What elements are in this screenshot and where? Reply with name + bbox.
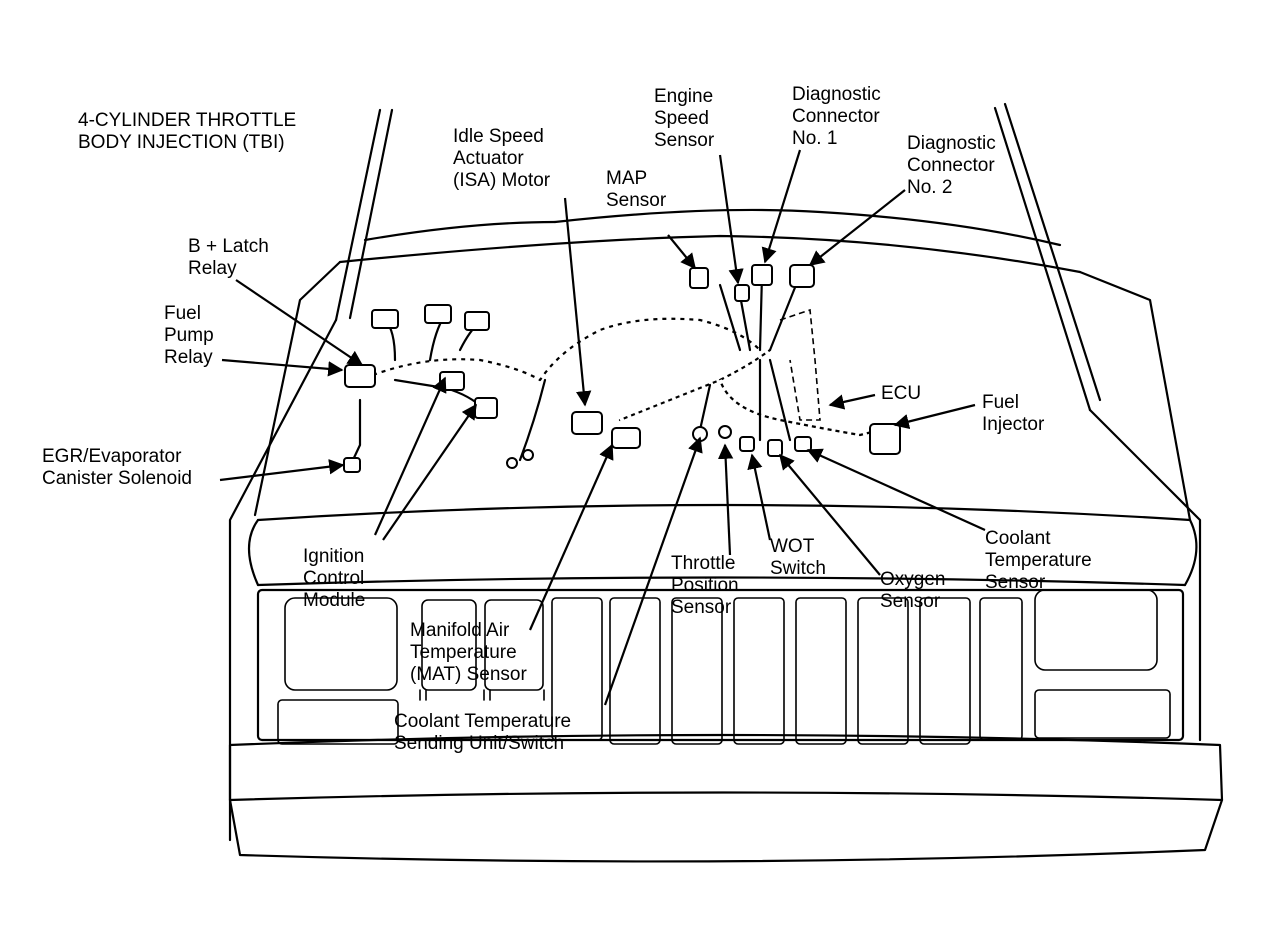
label-line: (ISA) Motor <box>453 170 551 191</box>
label-diagnostic-connector-2: Diagnostic Connector No. 2 <box>907 133 996 199</box>
label-line: Sensor <box>606 190 667 211</box>
label-line: Pump <box>164 325 214 346</box>
label-idle-speed-actuator: Idle Speed Actuator (ISA) Motor <box>453 126 550 192</box>
label-line: Idle Speed <box>453 126 544 147</box>
label-line: Position <box>671 575 739 596</box>
label-line: Connector <box>792 106 880 127</box>
components <box>343 264 901 473</box>
label-line: Actuator <box>453 148 524 169</box>
label-line: (MAT) Sensor <box>410 664 527 685</box>
label-line: Relay <box>164 347 213 368</box>
label-b-latch-relay: B + Latch Relay <box>188 236 269 280</box>
label-coolant-temperature-sensor: Coolant Temperature Sensor <box>985 528 1092 594</box>
label-line: Manifold Air <box>410 620 510 641</box>
label-line: MAP <box>606 168 648 189</box>
bumper <box>228 733 1224 863</box>
label-line: No. 1 <box>792 128 838 149</box>
label-line: Sensor <box>880 591 941 612</box>
label-line: Sensor <box>671 597 732 618</box>
label-line: Switch <box>770 558 826 579</box>
label-wot-switch: WOT Switch <box>770 536 826 580</box>
label-line: Engine <box>654 86 714 107</box>
front-grille <box>256 588 1185 745</box>
wiring-harness <box>350 273 882 464</box>
label-map-sensor: MAP Sensor <box>606 168 666 212</box>
label-line: B + Latch <box>188 236 269 257</box>
label-line: Sending Unit/Switch <box>394 733 565 754</box>
label-line: Throttle <box>671 553 736 574</box>
label-throttle-position-sensor: Throttle Position Sensor <box>671 553 739 619</box>
label-line: Speed <box>654 108 709 129</box>
hood <box>334 102 1102 412</box>
label-line: Coolant Temperature <box>394 711 572 732</box>
leader-lines <box>219 149 986 706</box>
label-line: Fuel <box>982 392 1019 413</box>
label-egr-canister-solenoid: EGR/Evaporator Canister Solenoid <box>42 446 192 490</box>
label-line: Oxygen <box>880 569 946 590</box>
diagram-title-line-2: BODY INJECTION (TBI) <box>78 132 285 153</box>
label-line: Temperature <box>985 550 1092 571</box>
label-line: Diagnostic <box>907 133 996 154</box>
label-line: Sensor <box>985 572 1046 593</box>
label-fuel-pump-relay: Fuel Pump Relay <box>164 303 214 369</box>
label-diagnostic-connector-1: Diagnostic Connector No. 1 <box>792 84 881 150</box>
label-line: Fuel <box>164 303 201 324</box>
label-line: Ignition <box>303 546 365 567</box>
label-fuel-injector: Fuel Injector <box>982 392 1044 436</box>
label-line: Diagnostic <box>792 84 881 105</box>
label-line: Connector <box>907 155 995 176</box>
label-ignition-control-module: Ignition Control Module <box>303 546 365 612</box>
label-coolant-sending-unit: Coolant Temperature Sending Unit/Switch <box>394 711 571 755</box>
label-line: Relay <box>188 258 237 279</box>
label-line: Module <box>303 590 366 611</box>
body-outline <box>228 260 1202 842</box>
label-line: Canister Solenoid <box>42 468 192 489</box>
label-oxygen-sensor: Oxygen Sensor <box>880 569 945 613</box>
label-line: EGR/Evaporator <box>42 446 182 467</box>
diagram-title-line-1: 4-CYLINDER THROTTLE <box>78 110 297 131</box>
label-ecu: ECU <box>881 383 921 405</box>
label-mat-sensor: Manifold Air Temperature (MAT) Sensor <box>410 620 527 686</box>
label-line: Coolant <box>985 528 1051 549</box>
diagram-title: 4-CYLINDER THROTTLE BODY INJECTION (TBI) <box>78 110 296 154</box>
label-line: WOT <box>770 536 815 557</box>
label-line: No. 2 <box>907 177 953 198</box>
label-line: ECU <box>881 383 922 404</box>
label-line: Control <box>303 568 365 589</box>
label-line: Sensor <box>654 130 715 151</box>
label-line: Injector <box>982 414 1045 435</box>
label-line: Temperature <box>410 642 517 663</box>
label-engine-speed-sensor: Engine Speed Sensor <box>654 86 714 152</box>
